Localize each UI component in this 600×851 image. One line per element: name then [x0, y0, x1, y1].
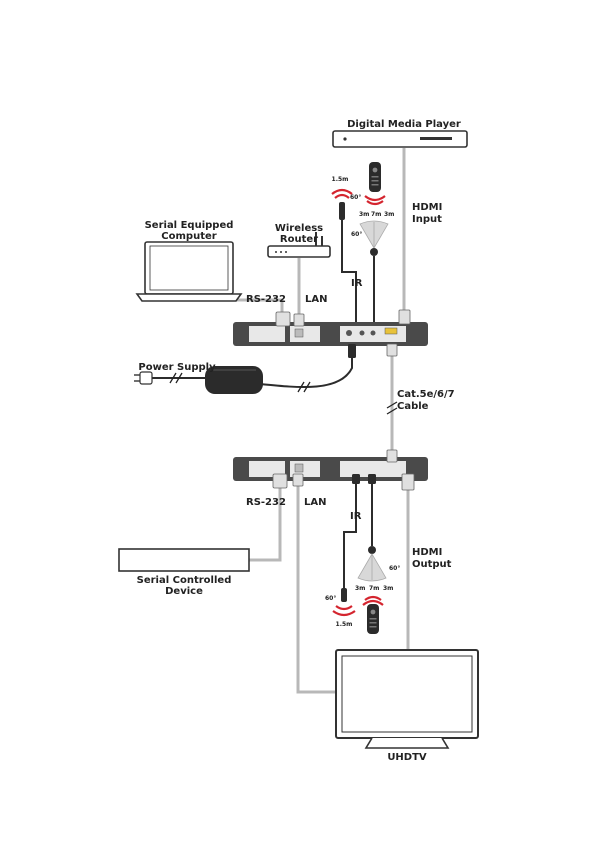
ir-top-range-center: 7m: [371, 211, 381, 218]
label-hdmi-output-1: HDMI: [412, 547, 442, 558]
ir-top-range-left: 3m: [359, 211, 369, 218]
label-ir-top: IR: [351, 278, 363, 289]
label-hdmi-input-2: Input: [412, 214, 442, 225]
lan-cable-bottom: [296, 482, 336, 694]
ir-bottom-range-right: 3m: [383, 585, 393, 592]
serial-controlled-device: [118, 548, 250, 572]
label-lan-top: LAN: [305, 294, 327, 305]
ir-bottom-range-center: 7m: [369, 585, 379, 592]
label-serial-equipped-1: Serial Equipped: [145, 220, 234, 231]
label-cat-cable-1: Cat.5e/6/7: [397, 389, 455, 400]
laptop-icon: [135, 241, 243, 302]
label-cat-cable-2: Cable: [397, 401, 429, 412]
hdmi-connector-top: [398, 309, 411, 325]
ir-blaster-bottom: [332, 588, 356, 617]
ir-bottom-blaster-distance: 1.5m: [336, 621, 353, 628]
label-lan-bottom: LAN: [304, 497, 326, 508]
ir-bottom-receiver-angle: 60°: [389, 565, 400, 572]
hdmi-connector-bottom: [401, 473, 415, 491]
rs232-connector-bottom: [272, 473, 288, 489]
remote-control-bottom: [362, 595, 384, 634]
lan-connector-top: [293, 313, 305, 327]
ir-bottom-blaster-angle: 60°: [325, 595, 336, 602]
ir-receiver-bottom: [357, 546, 387, 582]
label-wireless-router-1: Wireless: [275, 223, 323, 234]
ir-top-range-right: 3m: [384, 211, 394, 218]
label-digital-media-player: Digital Media Player: [347, 119, 461, 130]
cat-connector-top: [386, 343, 398, 357]
label-power-supply: Power Supply: [138, 362, 216, 373]
label-serial-equipped-2: Computer: [161, 231, 216, 242]
power-connector: [348, 344, 356, 358]
lan-connector-bottom: [292, 473, 304, 487]
label-ir-bottom: IR: [350, 511, 362, 522]
label-hdmi-input-1: HDMI: [412, 202, 442, 213]
ir-blaster-cable-top: [341, 220, 357, 322]
ir-top-blaster-distance: 1.5m: [332, 176, 349, 183]
wireless-router-icon: [267, 232, 331, 258]
cable-break-marks: [169, 372, 398, 415]
label-rs232-bottom: RS-232: [246, 497, 286, 508]
uhdtv-icon: [335, 649, 479, 749]
ir-top-blaster-angle: 60°: [350, 194, 361, 201]
ir-bottom-range-left: 3m: [355, 585, 365, 592]
ir-top-receiver-angle: 60°: [351, 231, 362, 238]
rs232-cable-bottom: [248, 482, 282, 562]
rs232-connector-top: [275, 311, 291, 327]
label-rs232-top: RS-232: [246, 294, 286, 305]
remote-control-top: [364, 162, 386, 206]
label-wireless-router-2: Router: [280, 234, 318, 245]
cat-connector-bottom: [386, 449, 398, 463]
label-serial-controlled-2: Device: [165, 586, 203, 597]
digital-media-player: [332, 130, 468, 148]
ir-blaster-top: [331, 188, 353, 220]
label-hdmi-output-2: Output: [412, 559, 452, 570]
power-supply-icon: [205, 366, 263, 394]
label-uhdtv: UHDTV: [387, 752, 427, 763]
ac-plug-icon: [134, 371, 153, 385]
ir-receiver-top: [359, 220, 389, 256]
ir-jacks-bottom: [352, 474, 376, 484]
transmitter-unit: [233, 322, 428, 346]
ir-blaster-cable-bottom: [343, 480, 357, 590]
receiver-unit: [233, 457, 428, 481]
power-cable: [259, 348, 353, 389]
label-serial-controlled-1: Serial Controlled: [137, 575, 232, 586]
